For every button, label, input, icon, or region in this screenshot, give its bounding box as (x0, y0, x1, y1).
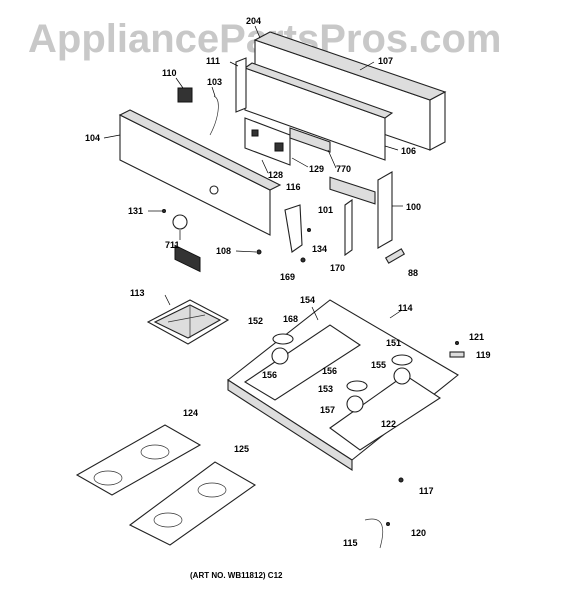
callout-121: 121 (469, 332, 484, 342)
callout-120: 120 (411, 528, 426, 538)
callout-113: 113 (130, 288, 145, 298)
control-panel-104 (118, 109, 282, 273)
callout-110: 110 (162, 68, 177, 78)
board-knob-2 (274, 142, 284, 152)
callout-124: 124 (183, 408, 198, 418)
callout-88: 88 (408, 268, 418, 278)
callout-151: 151 (386, 338, 401, 348)
burner-bowl-right (329, 374, 442, 451)
callout-101: 101 (318, 205, 333, 215)
callout-204: 204 (246, 16, 261, 26)
bracket-flange (243, 62, 394, 119)
callout-169: 169 (280, 272, 295, 282)
screw-121 (455, 341, 459, 345)
callout-115: 115 (343, 538, 358, 548)
panel-display (174, 244, 201, 273)
callout-117: 117 (419, 486, 434, 496)
burner-cap-152 (272, 333, 294, 345)
wire-harness-103 (209, 95, 219, 136)
callout-100: 100 (406, 202, 421, 212)
screw-134 (307, 228, 311, 232)
callout-155: 155 (371, 360, 386, 370)
callout-131: 131 (128, 206, 143, 216)
backguard-vent (329, 176, 376, 205)
part-88 (384, 248, 406, 264)
callout-157: 157 (320, 405, 335, 415)
drip-pan-125 (128, 461, 257, 546)
callout-104: 104 (85, 133, 100, 143)
part-119 (449, 351, 465, 358)
burner-cap-151 (391, 354, 413, 366)
callout-134: 134 (312, 244, 327, 254)
callout-125: 125 (234, 444, 249, 454)
leader-lines (103, 25, 403, 321)
screw-108 (256, 249, 262, 255)
drip-pans (75, 424, 257, 546)
backguard-side (429, 91, 446, 151)
callout-106: 106 (401, 146, 416, 156)
callout-122: 122 (381, 419, 396, 429)
callout-labels: 204 107 111 110 103 104 106 770 129 128 … (85, 16, 491, 548)
drip-pan-124 (75, 424, 202, 496)
switch-110 (177, 87, 193, 103)
callout-156-right: 156 (322, 366, 337, 376)
callout-168: 168 (283, 314, 298, 324)
timer-board-129 (244, 117, 291, 166)
burner-bowl-left (243, 324, 362, 401)
callout-107: 107 (378, 56, 393, 66)
burner-cap-153 (346, 380, 368, 392)
callout-103: 103 (207, 77, 222, 87)
callout-119: 119 (476, 350, 491, 360)
callout-154: 154 (300, 295, 315, 305)
board-knob (251, 129, 259, 137)
part-120 (386, 522, 390, 526)
burner-head-156-left (271, 347, 289, 365)
bracket-101 (344, 198, 353, 257)
screw-131 (162, 209, 166, 213)
callout-116: 116 (286, 182, 301, 192)
panel-knob-hole (209, 185, 219, 195)
callout-111: 111 (206, 56, 220, 66)
callout-152: 152 (248, 316, 263, 326)
burner-grate-113 (146, 299, 230, 345)
callout-153: 153 (318, 384, 333, 394)
clock-770 (289, 127, 331, 153)
cooktop-114 (227, 299, 459, 472)
callout-114: 114 (398, 303, 413, 313)
callout-170: 170 (330, 263, 345, 273)
side-panel-100 (377, 171, 393, 249)
handle-116 (284, 204, 303, 253)
art-number-caption: (ART NO. WB11812) C12 (190, 571, 283, 580)
callout-711: 711 (165, 240, 180, 250)
side-bracket-111 (235, 57, 247, 113)
screw-169 (300, 257, 306, 263)
igniter-115 (364, 518, 384, 549)
part-117 (398, 477, 404, 483)
callout-129: 129 (309, 164, 324, 174)
callout-128: 128 (268, 170, 283, 180)
callout-770: 770 (336, 164, 351, 174)
burner-head-155 (393, 367, 411, 385)
burner-head-157 (346, 395, 364, 413)
knob-711 (172, 214, 188, 230)
callout-156-left: 156 (262, 370, 277, 380)
callout-108: 108 (216, 246, 231, 256)
